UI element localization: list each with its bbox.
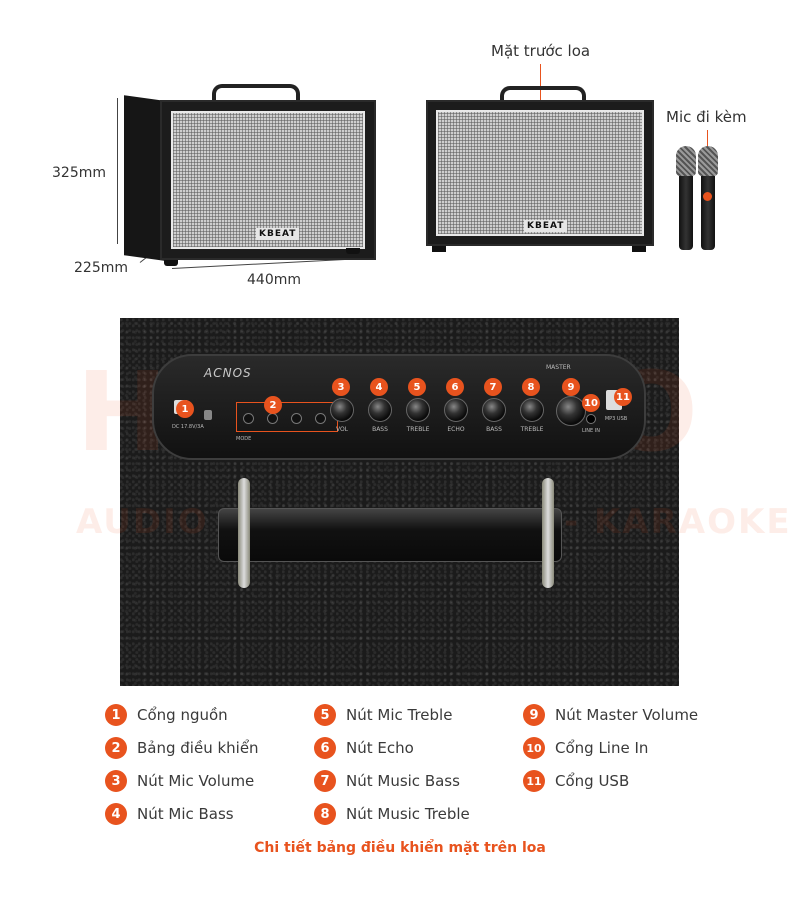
legend-item: 7 Nút Music Bass bbox=[314, 770, 460, 792]
legend-number: 11 bbox=[523, 770, 545, 792]
width-label: 440mm bbox=[247, 272, 301, 288]
legend-number: 7 bbox=[314, 770, 336, 792]
legend-label: Nút Mic Bass bbox=[137, 805, 234, 823]
caption: Chi tiết bảng điều khiển mặt trên loa bbox=[254, 840, 546, 856]
legend-item: 4 Nút Mic Bass bbox=[105, 803, 234, 825]
speaker-foot bbox=[432, 246, 446, 252]
mic-bass-knob[interactable] bbox=[368, 398, 392, 422]
legend-label: Nút Mic Treble bbox=[346, 706, 453, 724]
mode-label: MODE bbox=[236, 436, 252, 442]
mode-button-group bbox=[236, 402, 338, 432]
speaker-foot bbox=[632, 246, 646, 252]
marker-7: 7 bbox=[484, 378, 502, 396]
marker-3: 3 bbox=[332, 378, 350, 396]
marker-2: 2 bbox=[264, 396, 282, 414]
speaker-foot bbox=[164, 260, 178, 266]
knob-label: BASS bbox=[486, 426, 502, 433]
legend-label: Bảng điều khiển bbox=[137, 739, 259, 757]
legend-number: 8 bbox=[314, 803, 336, 825]
panel-logo: ACNOS bbox=[204, 366, 252, 380]
master-volume-knob[interactable] bbox=[556, 396, 586, 426]
line-in-port[interactable] bbox=[586, 414, 596, 424]
speaker-side bbox=[124, 95, 164, 261]
legend-item: 6 Nút Echo bbox=[314, 737, 414, 759]
legend-label: Cổng USB bbox=[555, 772, 630, 790]
knob-label: TREBLE bbox=[406, 426, 430, 433]
legend-label: Cổng nguồn bbox=[137, 706, 228, 724]
speaker-handle bbox=[212, 84, 300, 102]
legend-item: 11 Cổng USB bbox=[523, 770, 629, 792]
marker-10: 10 bbox=[582, 394, 600, 412]
mode-button[interactable] bbox=[291, 413, 302, 424]
marker-4: 4 bbox=[370, 378, 388, 396]
speaker-logo-left: KBEAT bbox=[256, 228, 300, 240]
marker-6: 6 bbox=[446, 378, 464, 396]
speaker-grille-front bbox=[436, 110, 644, 236]
knob-label: ECHO bbox=[447, 426, 465, 433]
mode-button[interactable] bbox=[243, 413, 254, 424]
legend-label: Nút Music Treble bbox=[346, 805, 470, 823]
handle-bracket bbox=[238, 478, 250, 588]
master-label: MASTER bbox=[546, 364, 571, 371]
legend-item: 1 Cổng nguồn bbox=[105, 704, 228, 726]
legend-item: 2 Bảng điều khiển bbox=[105, 737, 259, 759]
knob-label: BASS bbox=[372, 426, 388, 433]
legend-label: Nút Echo bbox=[346, 739, 414, 757]
control-strip: ACNOS 1 DC 17.8V/3A 2 MODE 3 VOL 4 BASS … bbox=[152, 354, 646, 460]
usb-label: MP3 USB bbox=[604, 416, 628, 422]
mic-treble-knob[interactable] bbox=[406, 398, 430, 422]
marker-5: 5 bbox=[408, 378, 426, 396]
mic-volume-knob[interactable] bbox=[330, 398, 354, 422]
speaker-body-left: KBEAT bbox=[160, 100, 376, 260]
marker-9: 9 bbox=[562, 378, 580, 396]
height-dimension-line bbox=[117, 98, 118, 244]
legend-label: Nút Master Volume bbox=[555, 706, 699, 724]
legend-number: 9 bbox=[523, 704, 545, 726]
legend-number: 3 bbox=[105, 770, 127, 792]
legend-number: 1 bbox=[105, 704, 127, 726]
legend-label: Cổng Line In bbox=[555, 739, 649, 757]
control-panel-photo: HAAUDIO ACNOS 1 DC 17.8V/3A 2 MODE 3 VOL… bbox=[76, 318, 790, 686]
speaker-body-front: KBEAT bbox=[426, 100, 654, 246]
mode-button[interactable] bbox=[315, 413, 326, 424]
mic-annotation-dot bbox=[703, 192, 712, 201]
legend-item: 5 Nút Mic Treble bbox=[314, 704, 452, 726]
music-bass-knob[interactable] bbox=[482, 398, 506, 422]
legend-label: Nút Music Bass bbox=[346, 772, 460, 790]
legend-item: 9 Nút Master Volume bbox=[523, 704, 698, 726]
height-label: 325mm bbox=[52, 165, 106, 181]
legend-item: 8 Nút Music Treble bbox=[314, 803, 470, 825]
legend-label: Nút Mic Volume bbox=[137, 772, 255, 790]
microphone-1 bbox=[676, 146, 696, 250]
mode-button[interactable] bbox=[267, 413, 278, 424]
speaker-foot bbox=[346, 248, 360, 254]
carry-handle bbox=[218, 508, 562, 562]
depth-label: 225mm bbox=[74, 260, 128, 276]
legend-number: 5 bbox=[314, 704, 336, 726]
legend-number: 10 bbox=[523, 737, 545, 759]
legend-number: 6 bbox=[314, 737, 336, 759]
marker-8: 8 bbox=[522, 378, 540, 396]
legend-number: 4 bbox=[105, 803, 127, 825]
power-switch[interactable] bbox=[204, 410, 212, 420]
echo-knob[interactable] bbox=[444, 398, 468, 422]
dc-label: DC 17.8V/3A bbox=[172, 424, 204, 430]
handle-bracket bbox=[542, 478, 554, 588]
mic-annotation: Mic đi kèm bbox=[666, 108, 747, 126]
legend-item: 10 Cổng Line In bbox=[523, 737, 648, 759]
knob-label: TREBLE bbox=[520, 426, 544, 433]
line-in-label: LINE IN bbox=[582, 428, 600, 434]
legend-number: 2 bbox=[105, 737, 127, 759]
music-treble-knob[interactable] bbox=[520, 398, 544, 422]
front-annotation: Mặt trước loa bbox=[491, 42, 591, 60]
marker-1: 1 bbox=[176, 400, 194, 418]
legend-item: 3 Nút Mic Volume bbox=[105, 770, 254, 792]
knob-label: VOL bbox=[335, 426, 349, 433]
speaker-logo-front: KBEAT bbox=[524, 220, 568, 232]
speaker-grille-left bbox=[171, 111, 365, 249]
speaker-handle bbox=[500, 86, 586, 102]
marker-11: 11 bbox=[614, 388, 632, 406]
